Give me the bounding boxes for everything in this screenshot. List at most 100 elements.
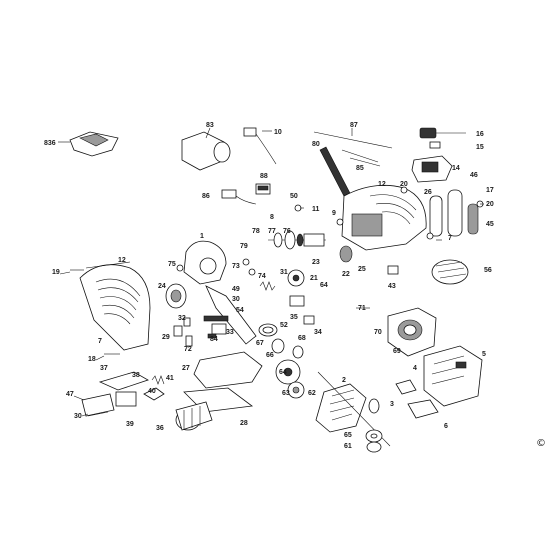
- callout-5: 5: [482, 351, 486, 358]
- part-80: [319, 146, 381, 201]
- callout-76: 76: [283, 228, 291, 235]
- callout-66: 66: [266, 352, 274, 359]
- callout-32: 32: [178, 315, 186, 322]
- callout-45: 45: [486, 221, 494, 228]
- part-54-33: [203, 315, 229, 335]
- callout-39: 39: [126, 421, 134, 428]
- callout-29: 29: [162, 334, 170, 341]
- part-4-6: [395, 379, 439, 419]
- callout-14: 14: [452, 165, 460, 172]
- part-836: [58, 131, 119, 157]
- callout-41: 41: [166, 375, 174, 382]
- part-87: [313, 128, 393, 149]
- part-43: [387, 265, 399, 275]
- callout-43: 43: [388, 283, 396, 290]
- callout-30-mid: 30: [232, 296, 240, 303]
- callout-65: 65: [344, 432, 352, 439]
- callout-77: 77: [268, 228, 276, 235]
- part-86: [221, 189, 257, 205]
- callout-20-upper: 20: [400, 181, 408, 188]
- part-12-upper-housing: [341, 184, 427, 251]
- callout-87: 87: [350, 122, 358, 129]
- callout-1: 1: [200, 233, 204, 240]
- callout-37: 37: [100, 365, 108, 372]
- callout-72: 72: [184, 346, 192, 353]
- part-belt-46-17-45: [429, 189, 479, 237]
- callout-33: 33: [226, 329, 234, 336]
- callout-19: 19: [52, 269, 60, 276]
- part-14: [411, 155, 453, 183]
- callout-30-lower: 30: [74, 413, 82, 420]
- part-1-gear-housing: [183, 240, 257, 345]
- callout-73: 73: [232, 263, 240, 270]
- callout-84: 84: [210, 336, 218, 343]
- callout-79: 79: [240, 243, 248, 250]
- callout-9: 9: [332, 210, 336, 217]
- callout-47: 47: [66, 391, 74, 398]
- callout-24: 24: [158, 283, 166, 290]
- part-70-stator: [387, 307, 437, 357]
- callout-17: 17: [486, 187, 494, 194]
- callout-26: 26: [424, 189, 432, 196]
- part-31: [287, 269, 305, 287]
- callout-49: 49: [232, 286, 240, 293]
- part-65-61: [365, 429, 383, 453]
- part-52: [258, 323, 278, 337]
- callout-7-lower: 7: [98, 338, 102, 345]
- callout-36: 36: [156, 425, 164, 432]
- callout-75: 75: [168, 261, 176, 268]
- callout-4: 4: [413, 365, 417, 372]
- callout-40: 40: [148, 388, 156, 395]
- part-83: [181, 127, 231, 171]
- part-10: [243, 127, 277, 165]
- callout-15: 15: [476, 144, 484, 151]
- callout-11: 11: [312, 206, 320, 213]
- callout-68: 68: [298, 335, 306, 342]
- part-88: [255, 183, 271, 195]
- callout-61: 61: [344, 443, 352, 450]
- part-49: [259, 281, 276, 291]
- callout-8: 8: [270, 214, 274, 221]
- part-12-blade-guard: [79, 261, 151, 351]
- callout-21: 21: [310, 275, 318, 282]
- part-3: [368, 398, 380, 414]
- callout-10: 10: [274, 129, 282, 136]
- part-36: [175, 401, 213, 431]
- callout-34: 34: [314, 329, 322, 336]
- callout-28: 28: [240, 420, 248, 427]
- part-24: [165, 283, 187, 309]
- copyright-symbol: ©: [536, 438, 546, 449]
- callout-62: 62: [308, 390, 316, 397]
- callout-52: 52: [280, 322, 288, 329]
- part-47-30: [81, 393, 115, 417]
- callout-78: 78: [252, 228, 260, 235]
- callout-35: 35: [290, 314, 298, 321]
- part-spindle-8: [268, 230, 353, 263]
- callout-18: 18: [88, 356, 96, 363]
- part-41-40: [143, 375, 165, 401]
- callout-27: 27: [182, 365, 190, 372]
- callout-3: 3: [390, 401, 394, 408]
- callout-12-upper: 12: [378, 181, 386, 188]
- callout-56: 56: [484, 267, 492, 274]
- callout-64-lower: 64: [279, 369, 287, 376]
- callout-83: 83: [206, 122, 214, 129]
- callout-69: 69: [393, 348, 401, 355]
- callout-23: 23: [312, 259, 320, 266]
- part-64-63-62: [287, 381, 305, 399]
- callout-85: 85: [356, 165, 364, 172]
- callout-12-guard: 12: [118, 257, 126, 264]
- callout-7-upper: 7: [448, 235, 452, 242]
- callout-74: 74: [258, 273, 266, 280]
- callout-22: 22: [342, 271, 350, 278]
- callout-31: 31: [280, 269, 288, 276]
- part-27: [193, 351, 263, 389]
- callout-20-right: 20: [486, 201, 494, 208]
- part-small-fasteners: [70, 186, 484, 355]
- part-5-motor-housing: [423, 345, 483, 407]
- part-37-38: [98, 371, 149, 407]
- callout-16: 16: [476, 131, 484, 138]
- callout-63: 63: [282, 390, 290, 397]
